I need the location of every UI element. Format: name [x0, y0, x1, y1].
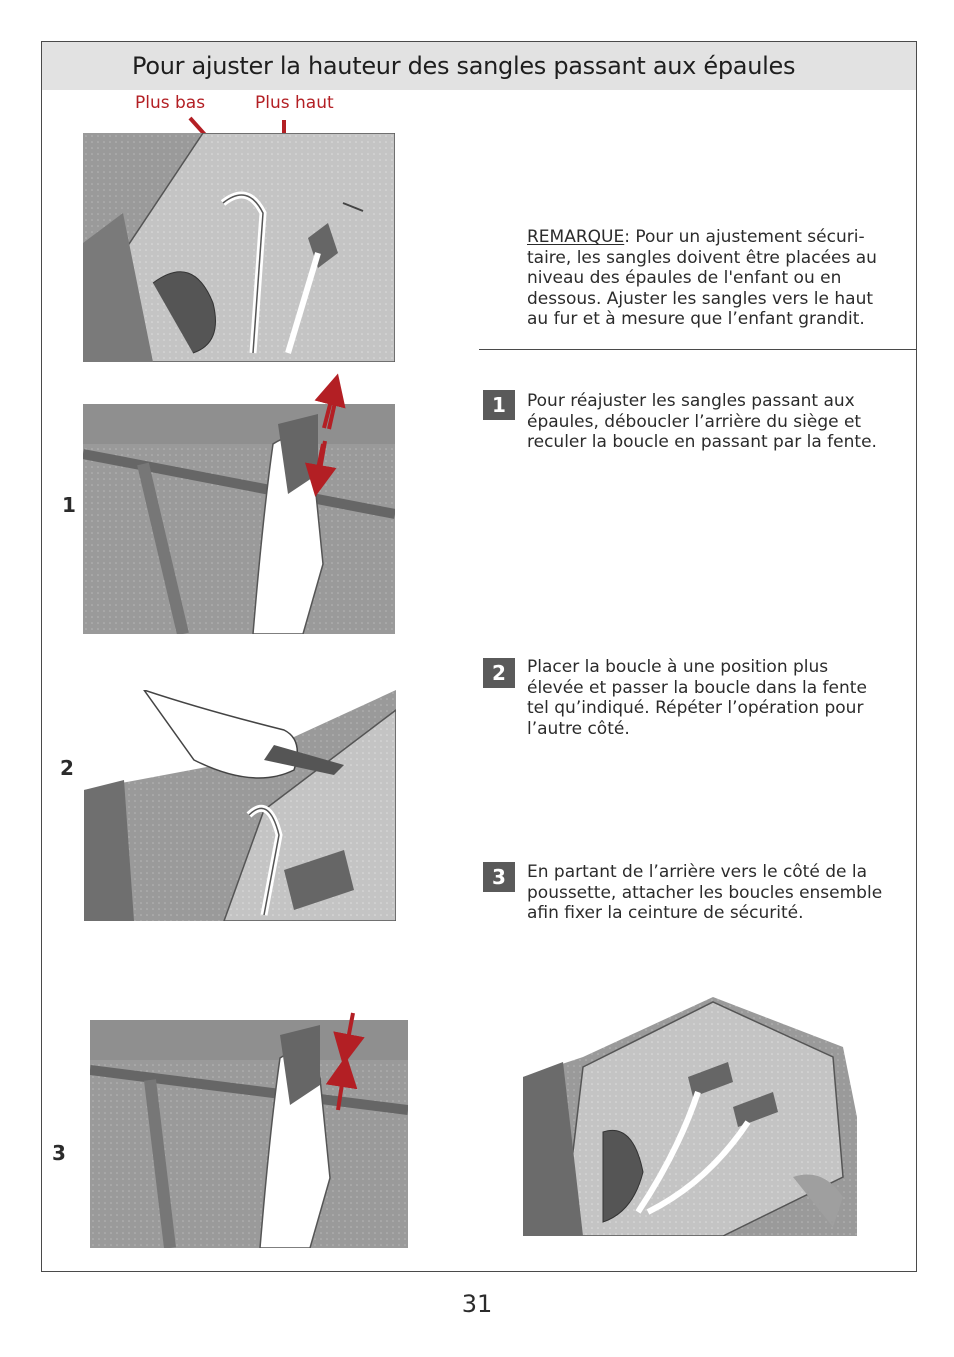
seat-buckled-illustration	[523, 997, 857, 1236]
step-2-illustration	[84, 690, 396, 921]
section-divider	[479, 349, 917, 350]
step-1-text: Pour réajuster les sangles passant aux é…	[527, 391, 912, 453]
step-1-arrows	[304, 373, 346, 497]
step-2-line-1: élevée et passer la boucle dans la fente	[527, 677, 867, 698]
step-1-illustration	[83, 404, 395, 634]
title-bar: Pour ajuster la hauteur des sangles pass…	[42, 42, 916, 90]
step-3-illustration	[90, 1020, 408, 1248]
step-3-line-2: afin fixer la ceinture de sécurité.	[527, 903, 804, 923]
note-line-2: niveau des épaules de l'enfant ou en	[527, 268, 842, 288]
arrow-down	[304, 440, 337, 497]
step-3-line-1: poussette, attacher les boucles ensemble	[527, 882, 883, 903]
step-3-line-0: En partant de l’arrière vers le côté de …	[527, 862, 868, 882]
step-2-text: Placer la boucle à une position plus éle…	[527, 657, 912, 739]
figure-number-2: 2	[60, 756, 74, 780]
step-1-line-0: Pour réajuster les sangles passant aux	[527, 391, 855, 411]
page-title: Pour ajuster la hauteur des sangles pass…	[132, 52, 796, 80]
note-line-1: taire, les sangles doivent être placées …	[527, 247, 877, 268]
step-2-line-3: l’autre côté.	[527, 718, 630, 739]
step-badge-2: 2	[483, 658, 515, 688]
page-number: 31	[461, 1290, 493, 1318]
step-1-line-1: épaules, déboucler l’arrière du siège et	[527, 411, 862, 432]
step-2-line-0: Placer la boucle à une position plus	[527, 657, 829, 677]
page-frame: Pour ajuster la hauteur des sangles pass…	[41, 41, 917, 1272]
label-lower: Plus bas	[135, 93, 206, 113]
seat-harness-illustration	[83, 133, 395, 362]
arrow-down	[333, 1012, 365, 1066]
step-3-text: En partant de l’arrière vers le côté de …	[527, 862, 912, 924]
figure-number-1: 1	[62, 493, 76, 517]
note-keyword: REMARQUE	[527, 227, 625, 247]
step-badge-3: 3	[483, 862, 515, 892]
label-higher: Plus haut	[255, 93, 334, 113]
note-line-4: au fur et à mesure que l’enfant grandit.	[527, 309, 865, 329]
step-1-line-2: reculer la boucle en passant par la fent…	[527, 432, 877, 452]
note-line-0: : Pour un ajustement sécuri-	[624, 227, 865, 247]
note-block: REMARQUE: Pour un ajustement sécuri- tai…	[527, 227, 912, 330]
step-3-arrows	[325, 1012, 365, 1111]
figure-number-3: 3	[52, 1141, 66, 1165]
step-badge-1: 1	[483, 390, 515, 420]
arrow-up	[314, 373, 346, 429]
arrow-up	[325, 1055, 358, 1111]
note-line-3: dessous. Ajuster les sangles vers le hau…	[527, 288, 874, 309]
step-2-line-2: tel qu’indiqué. Répéter l’opération pour	[527, 698, 864, 718]
